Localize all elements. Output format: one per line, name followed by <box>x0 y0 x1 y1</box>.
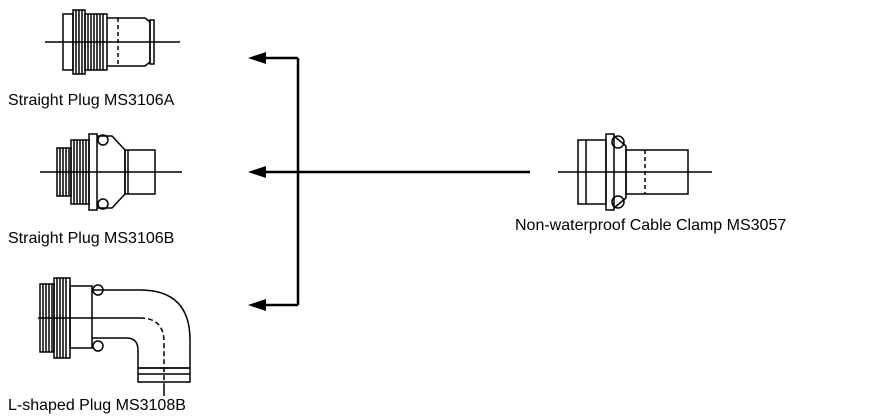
straight-plug-ms3106a-drawing <box>45 9 180 75</box>
arrow-head-middle <box>248 166 266 178</box>
connection-arrows <box>262 56 530 307</box>
straight-plug-ms3106b-drawing <box>40 133 182 211</box>
label-cable-clamp-ms3057: Non-waterproof Cable Clamp MS3057 <box>515 217 787 234</box>
label-straight-plug-ms3106a: Straight Plug MS3106A <box>8 92 175 109</box>
label-straight-plug-ms3106b: Straight Plug MS3106B <box>8 230 175 247</box>
label-l-shaped-plug-ms3108b: L-shaped Plug MS3108B <box>8 397 186 414</box>
l-shaped-plug-ms3108b-drawing <box>38 277 191 396</box>
cable-clamp-ms3057-drawing <box>558 133 712 211</box>
arrow-head-top <box>248 52 266 64</box>
arrow-head-bottom <box>248 299 266 311</box>
